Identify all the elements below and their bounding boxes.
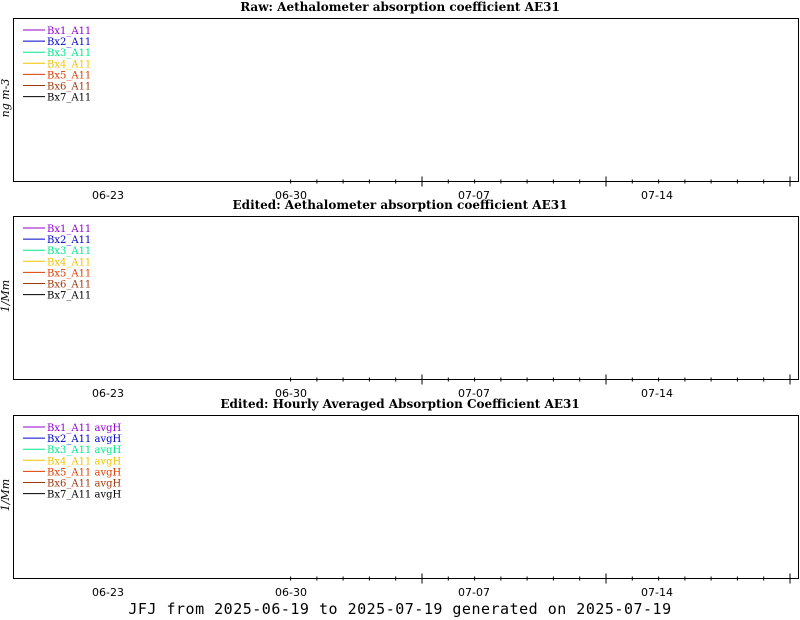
y-axis-label: ng m-3 — [0, 79, 12, 118]
x-tick-label: 07-14 — [641, 189, 673, 202]
legend-label: Bx7_A11 avgH — [47, 490, 121, 501]
x-tick-label: 07-07 — [458, 189, 490, 202]
plot-frame — [13, 216, 799, 380]
legend-label: Bx3_A11 — [47, 48, 91, 59]
plot-frame — [13, 415, 799, 579]
legend-label: Bx6_A11 — [47, 280, 91, 291]
legend-label: Bx7_A11 — [47, 291, 91, 302]
footer-caption: JFJ from 2025-06-19 to 2025-07-19 genera… — [128, 600, 672, 618]
x-tick-label: 07-07 — [458, 387, 490, 400]
legend-label: Bx1_A11 avgH — [47, 423, 121, 434]
legend-label: Bx1_A11 — [47, 224, 91, 235]
legend-label: Bx5_A11 — [47, 268, 91, 279]
x-tick-label: 06-23 — [92, 586, 124, 599]
legend-label: Bx4_A11 — [47, 59, 91, 70]
x-tick-label: 07-14 — [641, 387, 673, 400]
x-tick-label: 06-30 — [275, 586, 307, 599]
x-tick-label: 06-30 — [275, 189, 307, 202]
legend-label: Bx6_A11 — [47, 82, 91, 93]
plot-frame — [13, 18, 799, 182]
x-tick-label: 07-14 — [641, 586, 673, 599]
legend-label: Bx2_A11 — [47, 235, 91, 246]
x-tick-label: 06-30 — [275, 387, 307, 400]
chart-title: Raw: Aethalometer absorption coefficient… — [240, 0, 560, 14]
legend-label: Bx2_A11 — [47, 37, 91, 48]
x-tick-label: 07-07 — [458, 586, 490, 599]
legend-label: Bx7_A11 — [47, 93, 91, 104]
legend-label: Bx5_A11 avgH — [47, 467, 121, 478]
x-tick-label: 06-23 — [92, 189, 124, 202]
legend-label: Bx6_A11 avgH — [47, 479, 121, 490]
legend-label: Bx4_A11 avgH — [47, 456, 121, 467]
y-axis-label: 1/Mm — [0, 479, 12, 511]
x-tick-label: 06-23 — [92, 387, 124, 400]
chart-title: Edited: Hourly Averaged Absorption Coeff… — [220, 397, 579, 411]
chart-title: Edited: Aethalometer absorption coeffici… — [233, 198, 568, 212]
legend-label: Bx2_A11 avgH — [47, 434, 121, 445]
legend-label: Bx5_A11 — [47, 70, 91, 81]
legend-label: Bx1_A11 — [47, 26, 91, 37]
legend-label: Bx4_A11 — [47, 257, 91, 268]
y-axis-label: 1/Mm — [0, 280, 12, 312]
legend-label: Bx3_A11 — [47, 246, 91, 257]
legend-label: Bx3_A11 avgH — [47, 445, 121, 456]
